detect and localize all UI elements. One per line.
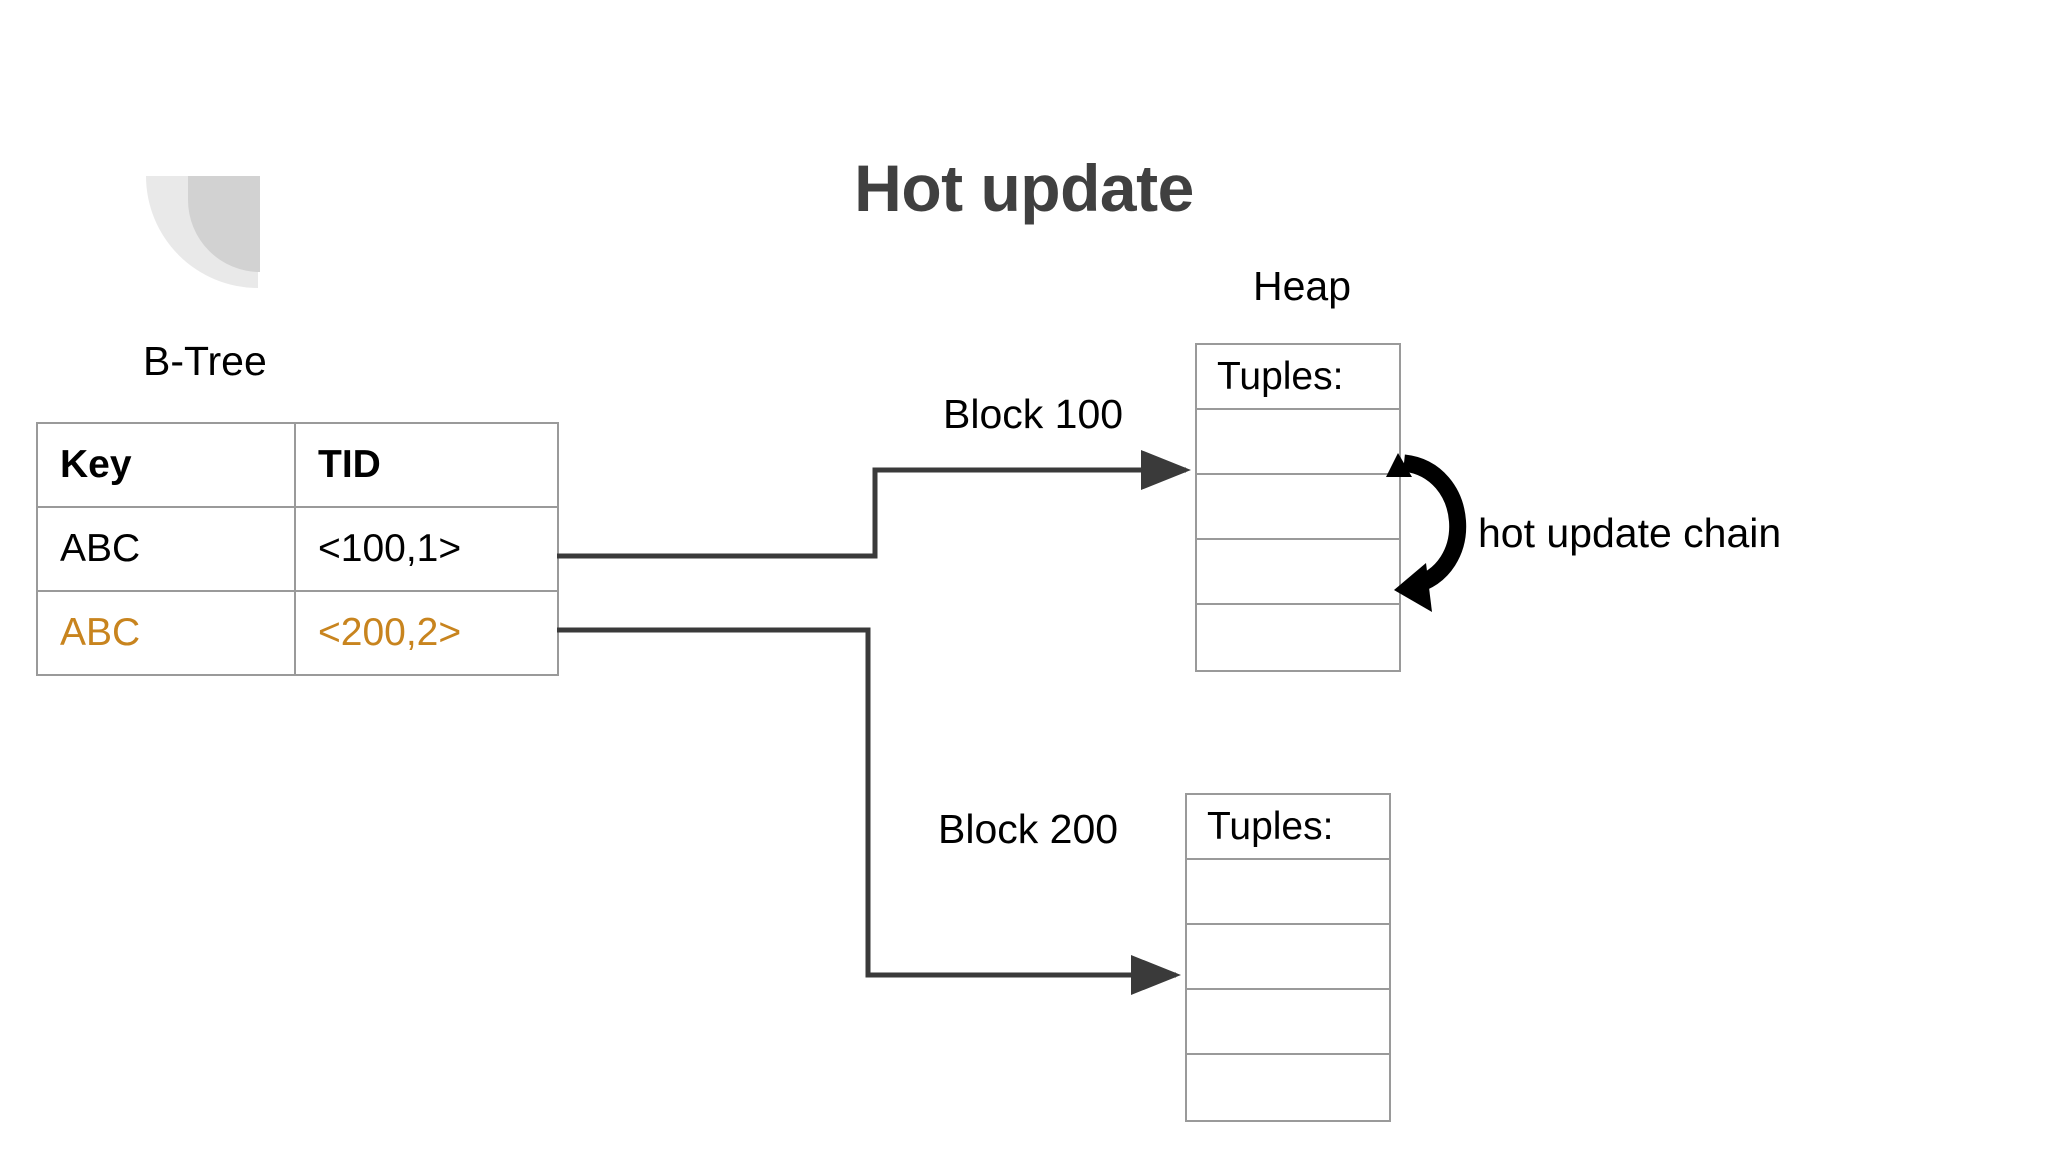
cell-key: ABC — [36, 590, 296, 676]
column-header-tid: TID — [294, 422, 559, 508]
heap-block-100: Tuples: — [1195, 343, 1401, 672]
heap-cell — [1197, 410, 1399, 475]
heap-cell — [1187, 1055, 1389, 1120]
btree-label: B-Tree — [143, 338, 267, 384]
hot-update-chain-label: hot update chain — [1478, 510, 1782, 556]
heap-cell — [1197, 540, 1399, 605]
block-200-edge-label: Block 200 — [938, 806, 1119, 852]
heap-cell-header: Tuples: — [1187, 795, 1389, 860]
heap-block-200: Tuples: — [1185, 793, 1391, 1122]
heap-cell — [1187, 925, 1389, 990]
heap-label: Heap — [1253, 263, 1352, 309]
column-header-key: Key — [36, 422, 296, 508]
connector-tid-100-to-block-100 — [557, 450, 1191, 559]
heap-cell — [1187, 860, 1389, 925]
heap-cell — [1187, 990, 1389, 1055]
cell-key: ABC — [36, 506, 296, 592]
cell-tid: <100,1> — [294, 506, 559, 592]
page-title: Hot update — [854, 151, 1194, 225]
table-row: ABC <100,1> — [36, 506, 559, 592]
quarter-circle-logo-icon — [146, 176, 260, 292]
heap-cell — [1197, 475, 1399, 540]
cell-tid: <200,2> — [294, 590, 559, 676]
connector-tid-200-to-block-200 — [557, 627, 1181, 995]
heap-cell-header: Tuples: — [1197, 345, 1399, 410]
block-100-edge-label: Block 100 — [943, 391, 1124, 437]
table-row: ABC <200,2> — [36, 590, 559, 676]
heap-cell — [1197, 605, 1399, 670]
table-header-row: Key TID — [36, 422, 559, 508]
btree-index-table: Key TID ABC <100,1> ABC <200,2> — [36, 422, 559, 676]
